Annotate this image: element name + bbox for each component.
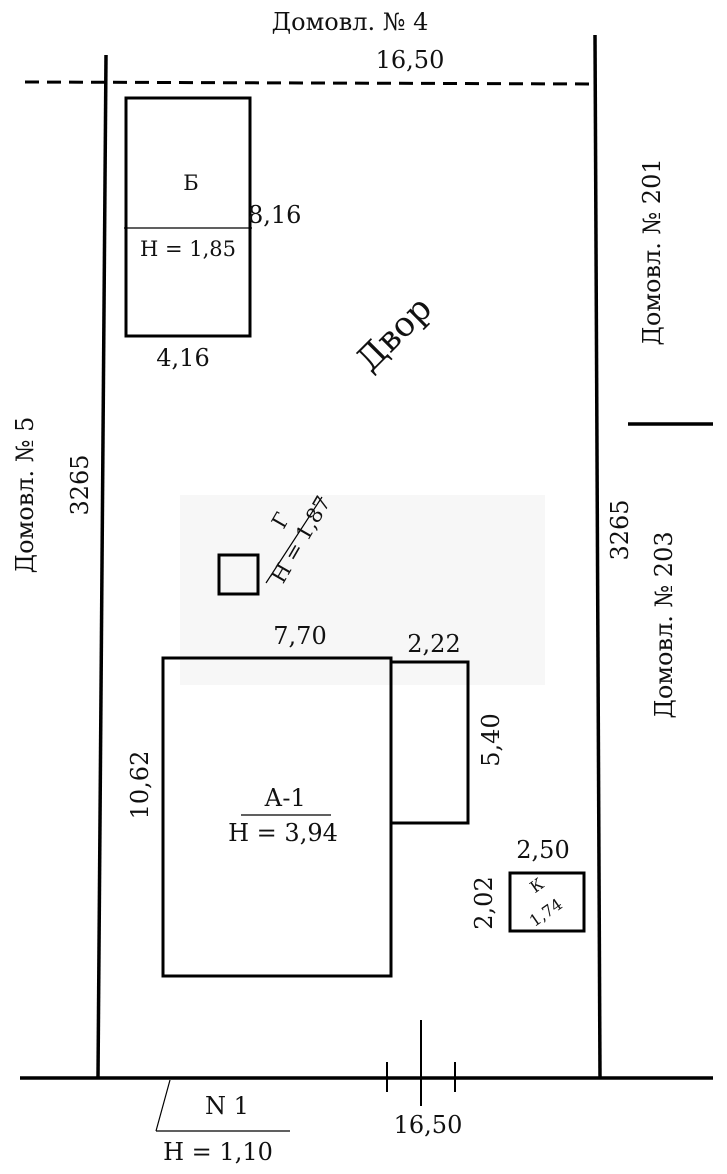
n1-height: Н = 1,10 bbox=[163, 1138, 273, 1166]
left-edge-dimension: 3265 bbox=[66, 454, 94, 515]
building-g bbox=[217, 553, 260, 596]
right-edge-dimension: 3265 bbox=[606, 499, 634, 560]
building-a1 bbox=[161, 656, 393, 978]
building-g-label-line bbox=[265, 496, 323, 584]
right-boundary bbox=[593, 34, 602, 1078]
yard-label: Двор bbox=[349, 289, 440, 380]
n1-leader bbox=[155, 1079, 171, 1132]
building-b-name: Б bbox=[183, 171, 198, 195]
top-edge-dimension: 16,50 bbox=[376, 46, 445, 74]
building-a1-left-dimension: 10,62 bbox=[126, 751, 154, 820]
top-boundary-dashed bbox=[24, 80, 597, 86]
building-k-left-dimension: 2,02 bbox=[470, 876, 498, 929]
building-a1-name: А-1 bbox=[264, 784, 306, 812]
annex bbox=[389, 660, 470, 825]
building-k bbox=[508, 871, 586, 933]
building-b-side-bottom: 4,16 bbox=[156, 344, 209, 372]
building-a1-height: Н = 3,94 bbox=[228, 819, 338, 847]
annex-top-dimension: 2,22 bbox=[407, 630, 460, 658]
neighbor-right-upper-label: Домовл. № 201 bbox=[638, 158, 666, 345]
annex-right-dimension: 5,40 bbox=[477, 713, 505, 766]
building-k-name: К bbox=[526, 874, 548, 897]
left-boundary bbox=[96, 54, 108, 1078]
building-k-top-dimension: 2,50 bbox=[516, 836, 569, 864]
watermark-area bbox=[180, 495, 545, 685]
neighbor-top-label: Домовл. № 4 bbox=[272, 8, 429, 36]
building-a1-top-dimension: 7,70 bbox=[273, 622, 326, 650]
bottom-edge-dimension: 16,50 bbox=[394, 1111, 463, 1139]
neighbor-left-label: Домовл. № 5 bbox=[11, 417, 39, 574]
building-b bbox=[124, 96, 252, 338]
n1-name: N 1 bbox=[205, 1092, 249, 1120]
neighbor-right-lower-label: Домовл. № 203 bbox=[650, 531, 678, 718]
building-k-height: 1,74 bbox=[526, 894, 566, 930]
building-b-height: Н = 1,85 bbox=[140, 237, 236, 261]
building-b-side-right: 8,16 bbox=[248, 201, 301, 229]
